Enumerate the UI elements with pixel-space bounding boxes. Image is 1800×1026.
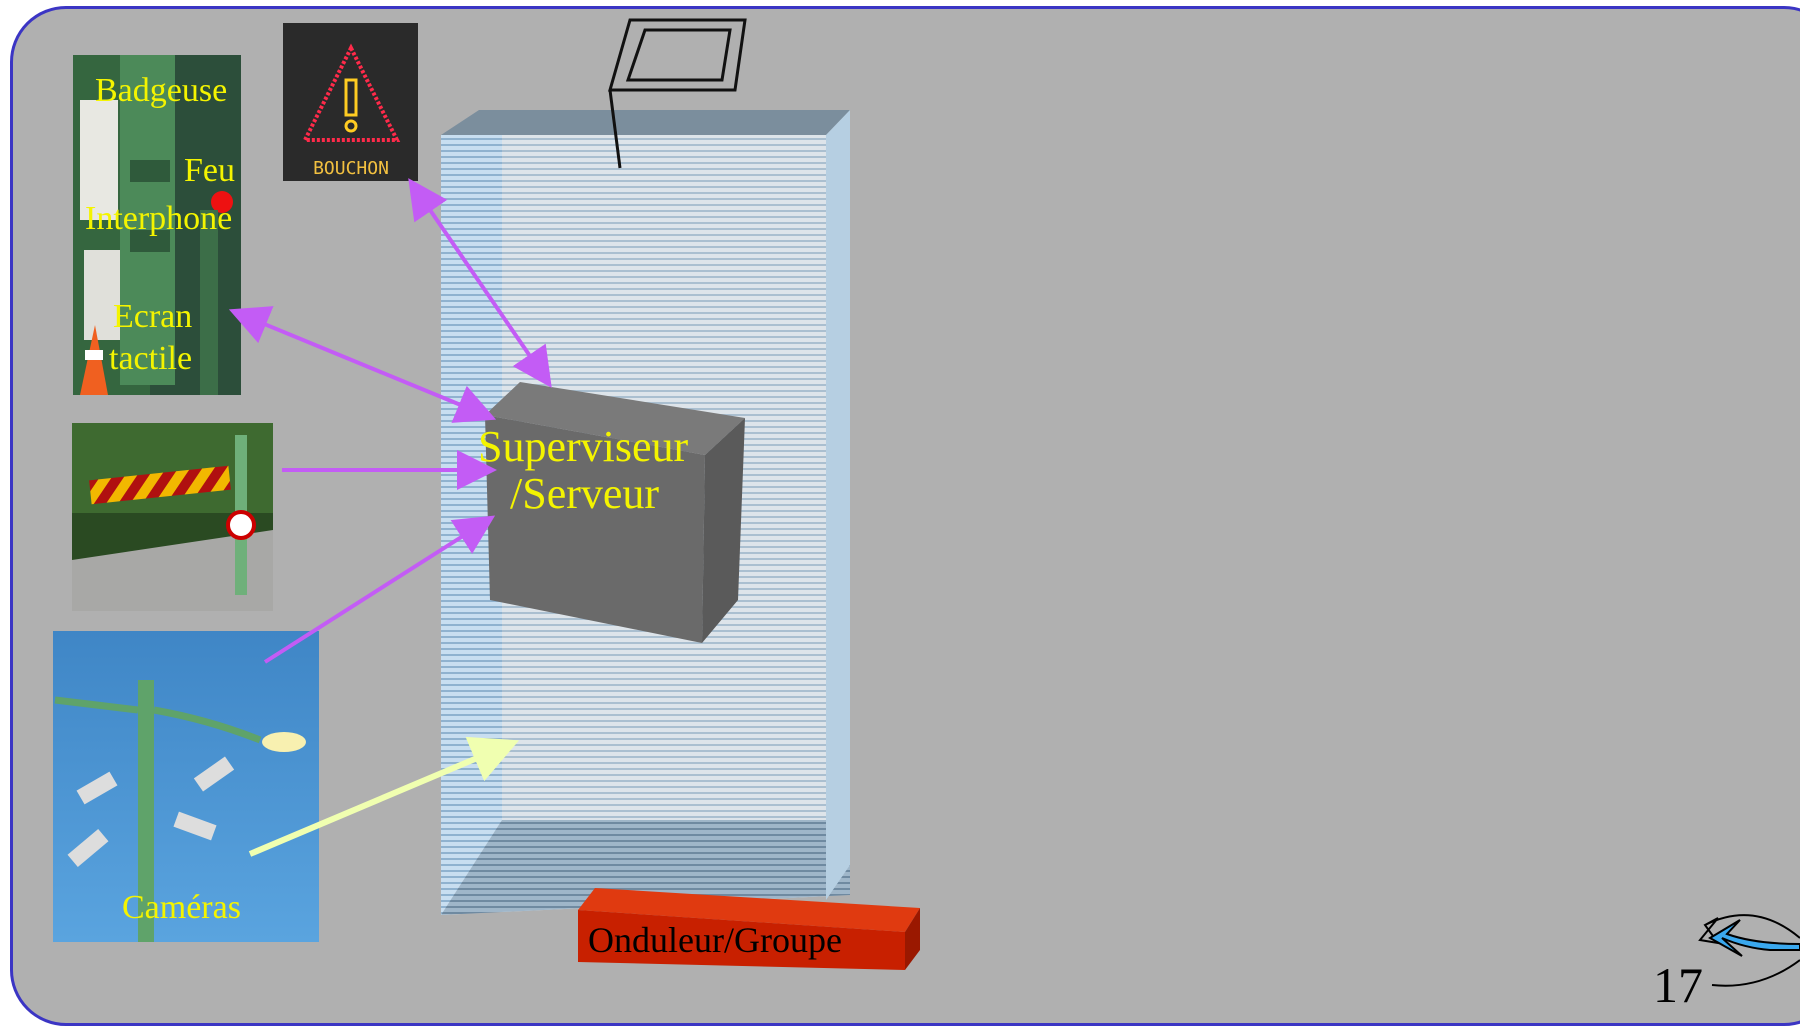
network-diagram: BOUCHON (0, 0, 1800, 997)
page-number: 17 (1653, 960, 1703, 1010)
warning-sign-photo: BOUCHON (283, 23, 418, 181)
label-server-line2: /Serveur (510, 472, 659, 516)
barrier-photo (72, 423, 273, 611)
label-interphone: Interphone (85, 200, 232, 238)
label-ecran-line2: tactile (109, 340, 192, 378)
label-ups: Onduleur/Groupe (588, 920, 842, 960)
return-arrow-icon[interactable] (1700, 915, 1800, 986)
label-badgeuse: Badgeuse (95, 72, 227, 110)
label-ecran-line1: Ecran (113, 298, 192, 336)
label-feu: Feu (184, 152, 235, 190)
label-server-line1: Superviseur (478, 425, 688, 469)
label-cameras: Caméras (122, 889, 241, 927)
sign-text: BOUCHON (313, 158, 389, 179)
